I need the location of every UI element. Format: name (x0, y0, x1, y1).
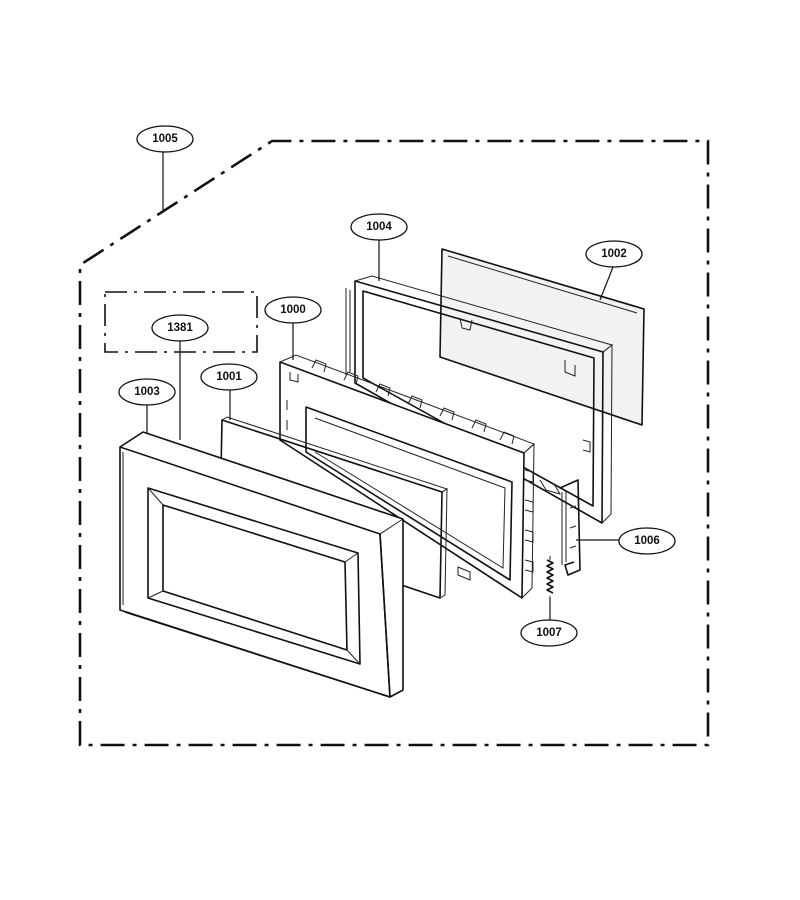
callout-label: 1004 (366, 221, 392, 233)
callout-1002: 1002 (585, 240, 643, 268)
callout-1381: 1381 (151, 314, 209, 342)
callout-1006: 1006 (618, 527, 676, 555)
callout-1003: 1003 (118, 378, 176, 406)
door-front-part (119, 431, 404, 698)
assembly-boundary (78, 139, 710, 747)
door-glass-part (439, 248, 645, 426)
callout-label: 1005 (152, 133, 178, 145)
callout-1004: 1004 (350, 213, 408, 241)
callout-label: 1003 (134, 386, 160, 398)
callout-1001: 1001 (200, 363, 258, 391)
latch-spring-part (546, 556, 554, 602)
callout-label: 1007 (536, 627, 562, 639)
callout-1005: 1005 (136, 125, 194, 153)
leader-lines (146, 152, 619, 620)
label-boundary (104, 291, 258, 353)
callout-1007: 1007 (520, 619, 578, 647)
callout-label: 1002 (601, 248, 627, 260)
callout-label: 1001 (216, 371, 242, 383)
callout-label: 1006 (634, 535, 660, 547)
callout-1000: 1000 (264, 296, 322, 324)
latch-hook-part (559, 479, 581, 576)
callout-label: 1000 (280, 304, 306, 316)
choke-frame-part (345, 275, 614, 524)
callout-label: 1381 (167, 322, 193, 334)
door-frame-part (279, 354, 535, 599)
